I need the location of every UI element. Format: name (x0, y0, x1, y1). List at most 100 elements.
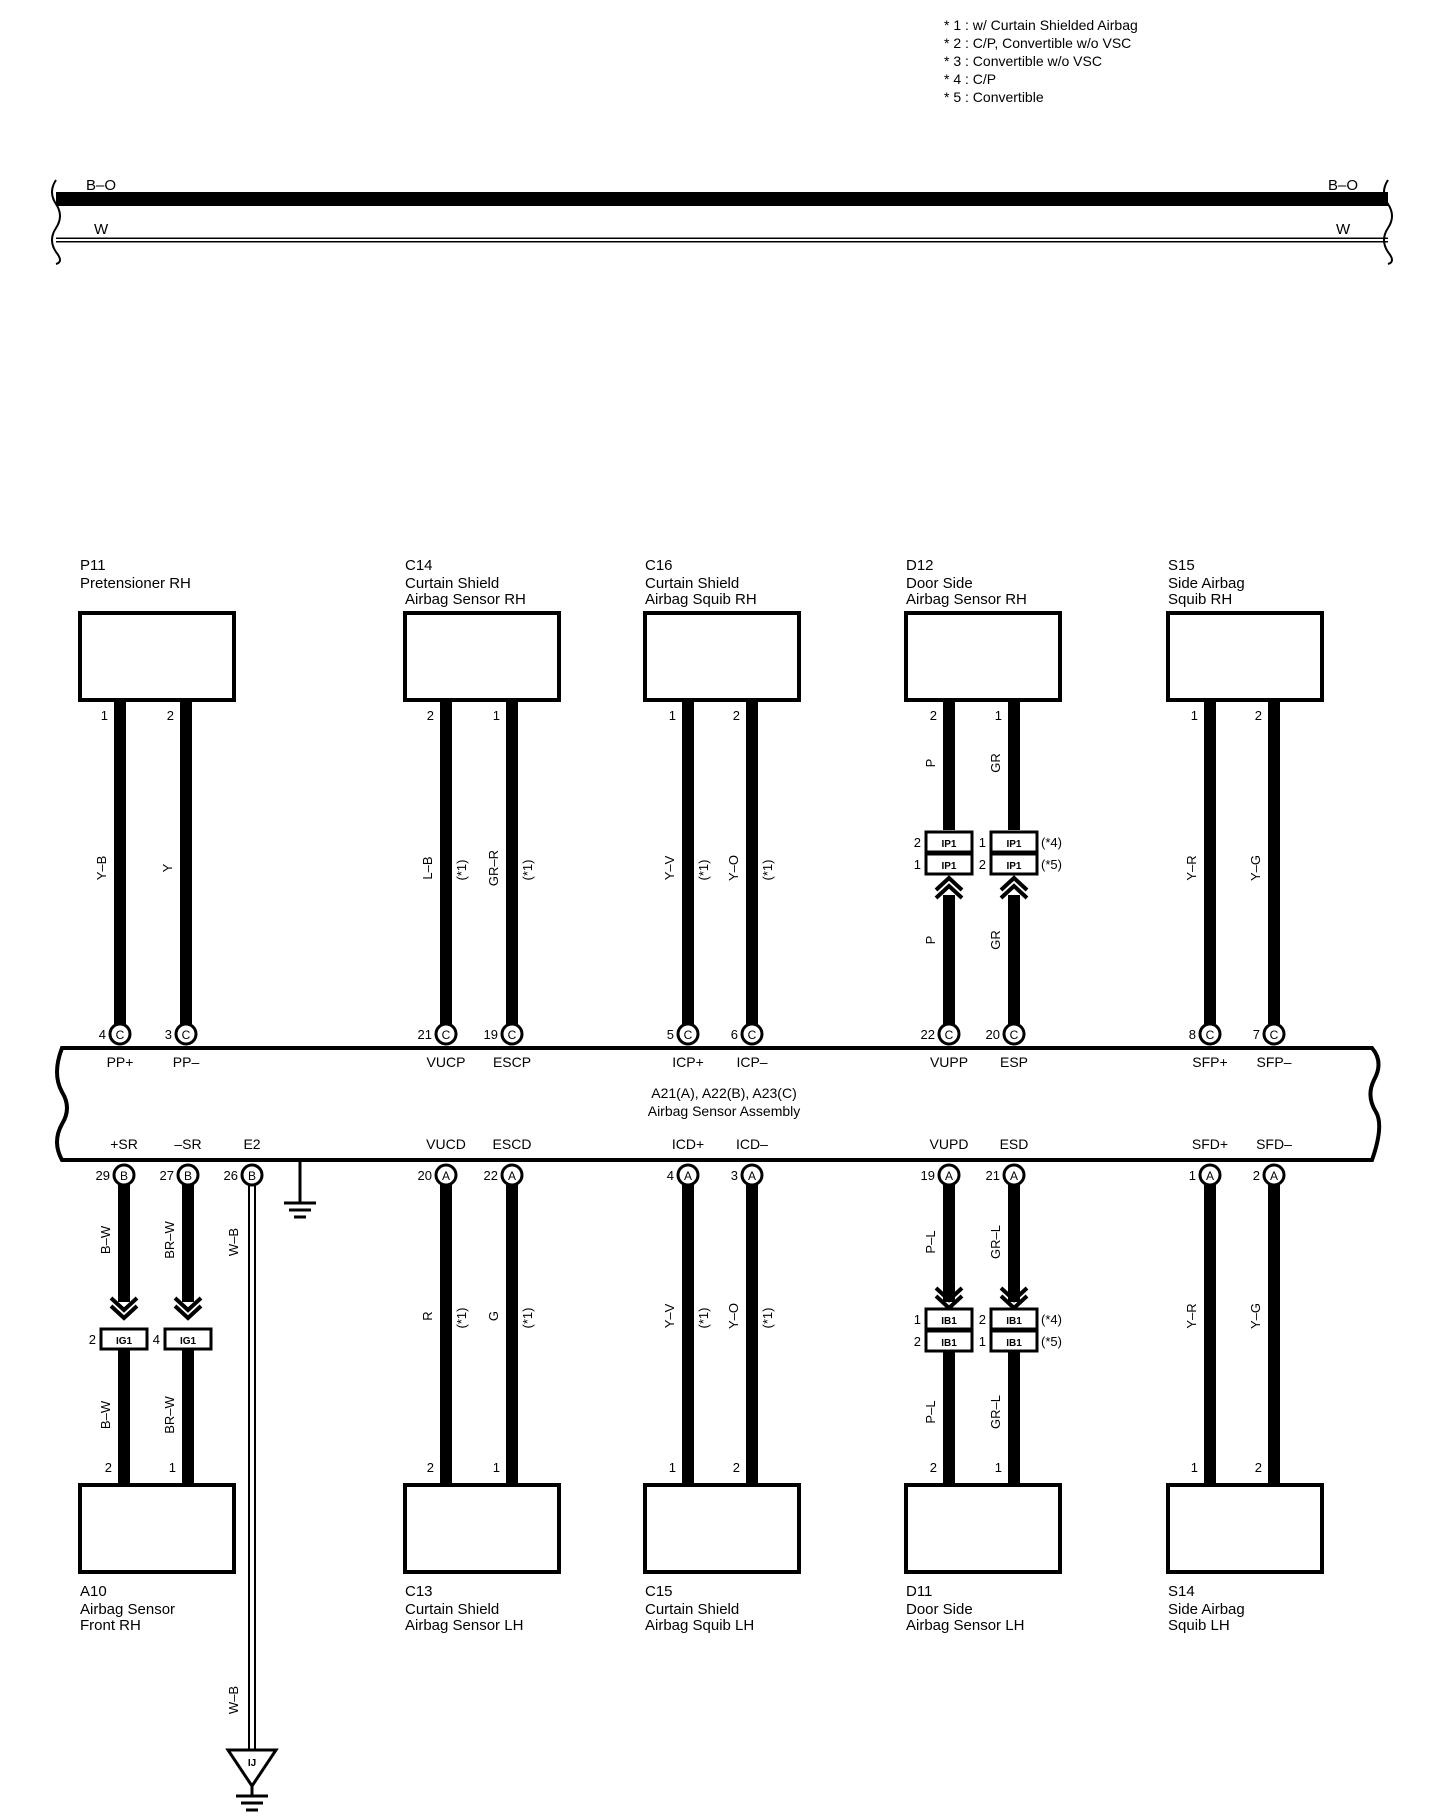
ecu-connector-ring (500, 1163, 524, 1187)
component-name-line2: Airbag Squib RH (645, 591, 757, 608)
component-code: D11 (906, 1583, 932, 1600)
component-pin: 2 (1255, 708, 1262, 723)
component-name-line2: Airbag Squib LH (645, 1617, 754, 1634)
wire-color: Y–V (662, 1303, 677, 1328)
wire-note: (*1) (454, 860, 469, 881)
ecu-terminal: VUPD (930, 1136, 969, 1152)
ecu-connector-letter: C (1206, 1028, 1215, 1042)
ground-point-triangle (225, 1748, 279, 1789)
component-code: S14 (1168, 1583, 1195, 1600)
component-pin: 1 (101, 708, 108, 723)
junction-bottom-label: IP1 (941, 861, 956, 872)
component-name-line1: Curtain Shield (645, 575, 739, 592)
junction-top-label: IP1 (941, 839, 956, 850)
note-2: * 2 : C/P, Convertible w/o VSC (944, 35, 1131, 51)
component-box (1166, 1483, 1324, 1574)
component-code: C13 (405, 1583, 433, 1600)
ecu-connector-ring (1002, 1163, 1026, 1187)
ecu-connector-letter: A (684, 1169, 692, 1183)
ecu-connector-ring (1198, 1163, 1222, 1187)
wire-color-top: W–B (226, 1228, 241, 1256)
component-pin: 2 (427, 1460, 434, 1475)
lower-wire-sfdm: SFD–2Y–GA2 (1248, 1136, 1292, 1485)
footnotes: * 1 : w/ Curtain Shielded Airbag * 2 : C… (944, 17, 1138, 105)
wire-color: Y–O (726, 855, 741, 881)
component-pin: 2 (733, 1460, 740, 1475)
junction-bottom-box (924, 852, 974, 876)
ecu-terminal: VUCD (426, 1136, 466, 1152)
wire-color: Y–G (1248, 855, 1263, 881)
junction-ig1-pin: 2 (89, 1332, 96, 1347)
junction-top-box (989, 830, 1039, 854)
ecu-connector-ring (740, 1163, 764, 1187)
component-name-line1: Pretensioner RH (80, 575, 191, 592)
note-1: * 1 : w/ Curtain Shielded Airbag (944, 17, 1138, 33)
component-pin: 2 (1255, 1460, 1262, 1475)
ecu-connector-ring (434, 1163, 458, 1187)
component-code: P11 (80, 557, 106, 574)
component-pin: 1 (995, 708, 1002, 723)
component-name-line1: Curtain Shield (405, 575, 499, 592)
ecu-pin: 6 (731, 1027, 738, 1042)
component-name-line2: Airbag Sensor LH (906, 1617, 1024, 1634)
wire-color: Y–R (1184, 855, 1199, 880)
wire-chevron-0 (999, 883, 1029, 900)
junction-ib1-top-box (924, 1307, 974, 1331)
ecu-terminal: ICP+ (672, 1054, 704, 1070)
top-bus: B–O B–O W W (51, 177, 1393, 265)
junction-ig1-label: IG1 (180, 1336, 197, 1347)
ecu-terminal: SFD– (1256, 1136, 1292, 1152)
ecu-pin: 5 (667, 1027, 674, 1042)
wire-color-bottom: GR (988, 930, 1003, 950)
ecu-pin: 2 (1253, 1168, 1260, 1183)
component-box (643, 1483, 801, 1574)
ecu-connector-ring (676, 1163, 700, 1187)
ecu-terminal: –SR (174, 1136, 201, 1152)
wire-chevron-0 (173, 1296, 203, 1313)
ecu-pin: 21 (418, 1027, 432, 1042)
junction-ib1-bottom-box (924, 1329, 974, 1353)
ecu-connector-letter: C (508, 1028, 517, 1042)
component-pin: 2 (427, 708, 434, 723)
bus-break-left (51, 179, 61, 265)
wire-color: Y–O (726, 1303, 741, 1329)
component-pin: 1 (1191, 708, 1198, 723)
ecu-connector-letter: A (1010, 1169, 1018, 1183)
lower-wire-icdm: ICD–3Y–O(*1)A2 (726, 1136, 775, 1485)
wire-color-top: GR–L (988, 1225, 1003, 1259)
ecu-pin: 26 (224, 1168, 238, 1183)
bus-label-right-thin: W (1336, 221, 1351, 238)
wire-color-top: P (923, 759, 938, 768)
junction-ib1-top-label: IB1 (941, 1316, 957, 1327)
wire-note: (*1) (760, 1308, 775, 1329)
ecu-pin: 29 (96, 1168, 110, 1183)
component-box (403, 1483, 561, 1574)
component-pin: 2 (930, 708, 937, 723)
note-3: * 3 : Convertible w/o VSC (944, 53, 1102, 69)
wire-color: R (420, 1311, 435, 1320)
component-code: A10 (80, 1583, 107, 1600)
ecu-terminal: ICD+ (672, 1136, 704, 1152)
ecu-connector-ring (740, 1022, 764, 1046)
wire-chevron-0 (934, 883, 964, 900)
junction-ig1-pin: 4 (153, 1332, 160, 1347)
junction-note-bottom: (*5) (1041, 857, 1062, 872)
component-name-line1: Curtain Shield (405, 1601, 499, 1618)
junction-ib1-bottom-box (989, 1329, 1039, 1353)
junction-top-box (924, 830, 974, 854)
component-pin: 2 (733, 708, 740, 723)
component-name-line1: Door Side (906, 575, 973, 592)
junction-ib1-pin-bottom: 1 (979, 1334, 986, 1349)
component-name-line1: Side Airbag (1168, 575, 1245, 592)
component-name-line2: Front RH (80, 1617, 141, 1634)
component-name-line2: Airbag Sensor RH (405, 591, 526, 608)
lower-wire-icdp: ICD+4Y–V(*1)A1 (662, 1136, 711, 1485)
ecu-pin: 8 (1189, 1027, 1196, 1042)
